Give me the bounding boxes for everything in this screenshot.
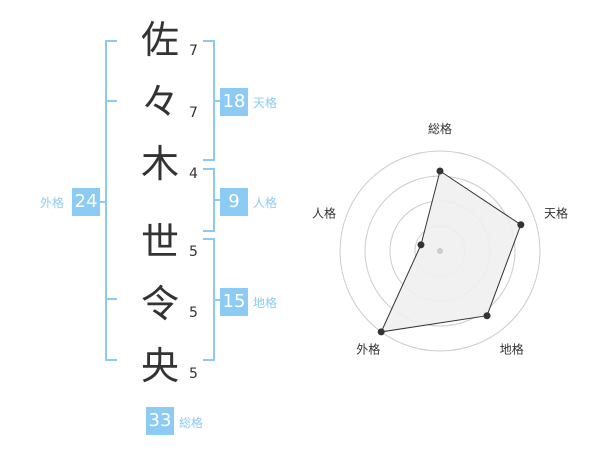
tenkaku-bracket <box>203 40 215 161</box>
stroke-count-1: 7 <box>189 43 198 59</box>
stroke-count-2: 7 <box>189 105 198 121</box>
chikaku-label: 地格 <box>253 296 278 310</box>
chikaku-value: 15 <box>220 288 248 316</box>
chikaku-bracket <box>203 238 215 361</box>
bracket-connector <box>215 100 222 102</box>
name-char-2: 々 <box>140 80 179 124</box>
jinkaku-bracket <box>203 168 215 232</box>
radar-grid-ring <box>339 150 541 352</box>
bracket-tick <box>105 298 117 300</box>
name-char-1: 佐 <box>140 18 179 62</box>
tenkaku-label: 天格 <box>253 96 278 110</box>
stroke-count-4: 5 <box>189 244 198 260</box>
radar-axis-label: 総格 <box>428 121 452 136</box>
stroke-count-3: 4 <box>189 166 198 182</box>
jinkaku-label: 人格 <box>253 196 278 210</box>
gaikaku-label: 外格 <box>40 196 65 210</box>
gaikaku-value: 24 <box>72 188 100 216</box>
gaikaku-bracket <box>105 40 117 361</box>
radar-series-area <box>380 170 522 333</box>
radar-axis-label: 人格 <box>312 205 336 220</box>
radar-point <box>436 167 444 175</box>
radar-point <box>417 241 425 249</box>
radar-axis-label: 天格 <box>544 205 568 220</box>
soukaku-value: 33 <box>146 407 174 435</box>
soukaku-label: 総格 <box>179 416 204 430</box>
bracket-connector <box>215 299 222 301</box>
radar-axis-label: 地格 <box>500 342 524 357</box>
radar-center-dot <box>437 248 443 254</box>
stroke-count-6: 5 <box>189 366 198 382</box>
bracket-connector <box>215 199 222 201</box>
tenkaku-value: 18 <box>220 88 248 116</box>
name-char-5: 令 <box>140 282 179 326</box>
jinkaku-value: 9 <box>220 188 248 216</box>
radar-point <box>377 328 385 336</box>
radar-point <box>517 221 525 229</box>
radar-point <box>483 312 491 320</box>
bracket-tick <box>105 100 117 102</box>
name-char-6: 央 <box>140 344 179 388</box>
stroke-count-5: 5 <box>189 305 198 321</box>
radar-axis-label: 外格 <box>356 342 380 357</box>
name-char-3: 木 <box>140 142 179 186</box>
name-char-4: 世 <box>140 220 179 264</box>
